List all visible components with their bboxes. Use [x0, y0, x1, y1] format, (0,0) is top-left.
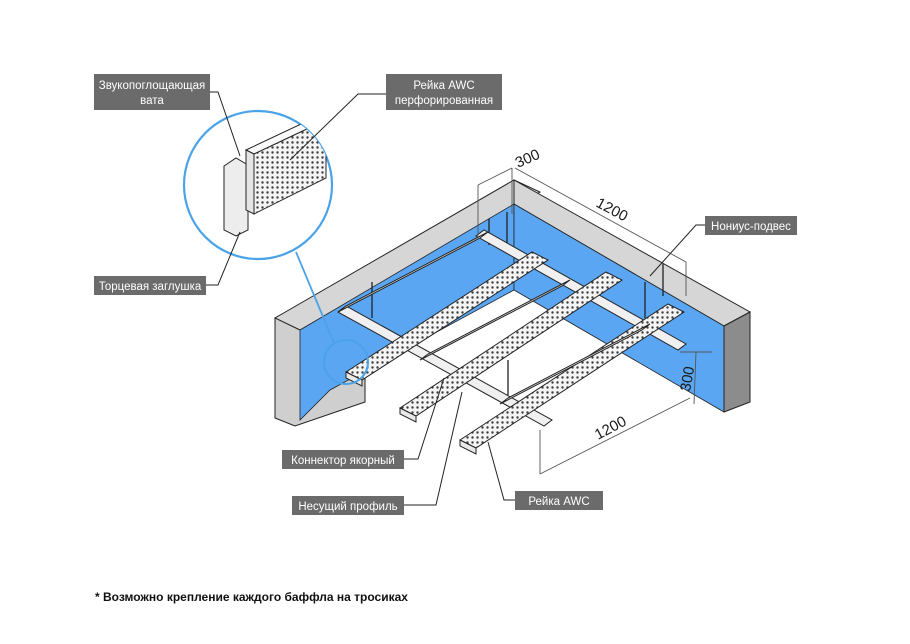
awc-panel-2 — [399, 271, 623, 423]
callout-perforated-panel: Рейка AWC перфорированная — [386, 74, 502, 110]
awc-panel-1 — [344, 251, 550, 387]
callout-anchor-connector: Коннектор якорный — [282, 450, 404, 469]
wall-right-end-face — [723, 311, 751, 413]
svg-text:Коннектор якорный: Коннектор якорный — [291, 455, 395, 467]
svg-text:Несущий профиль: Несущий профиль — [298, 501, 397, 513]
dim-right-short: 300 — [677, 365, 698, 393]
awc-panels — [344, 251, 686, 455]
callout-end-cap: Торцевая заглушка — [94, 276, 206, 295]
callout-wool: Звукопоглощающая вата — [94, 74, 210, 110]
dim-right-long: 1200 — [592, 413, 629, 444]
dim-top-short: 300 — [513, 146, 543, 172]
callout-carrier-profile: Несущий профиль — [292, 496, 404, 515]
svg-text:Рейка AWC: Рейка AWC — [528, 496, 589, 508]
svg-text:перфорированная: перфорированная — [395, 95, 493, 107]
footnote: * Возможно крепление каждого баффла на т… — [95, 590, 408, 604]
callout-hanger: Нониус-подвес — [705, 216, 797, 235]
leader-lines — [206, 91, 705, 506]
svg-text:вата: вата — [140, 95, 164, 107]
awc-panel-3 — [458, 303, 686, 455]
zoom-end-cap — [223, 157, 249, 237]
detail-connector-line — [295, 251, 335, 344]
dim-top-long: 1200 — [593, 195, 630, 226]
wall-top-left — [273, 179, 542, 331]
svg-text:Нониус-подвес: Нониус-подвес — [711, 221, 791, 233]
detail-circle-small — [323, 339, 369, 385]
svg-text:Звукопоглощающая: Звукопоглощающая — [99, 80, 205, 92]
svg-text:Торцевая заглушка: Торцевая заглушка — [99, 281, 202, 293]
callout-awc-panel: Рейка AWC — [515, 491, 603, 510]
dimension-lines — [477, 167, 712, 475]
cross-profiles — [337, 231, 651, 405]
svg-text:Рейка AWC: Рейка AWC — [413, 80, 474, 92]
zoom-detail — [182, 109, 334, 261]
